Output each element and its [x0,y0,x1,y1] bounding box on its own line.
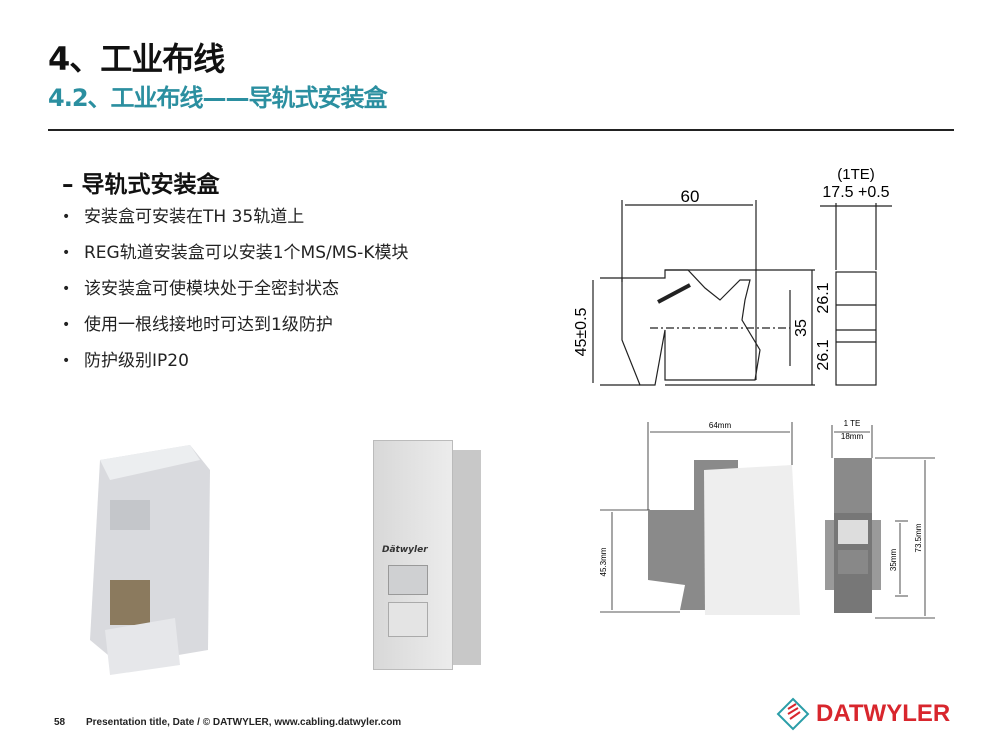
logo-text: DATWYLER [816,700,951,727]
dim-rail: 35mm [889,549,898,572]
dim-depth: 18mm [841,432,864,441]
dim-height: 45.3mm [599,547,608,576]
list-item: •防护级别IP20 [62,348,408,384]
dim-width: 60 [681,187,700,206]
footer-text: Presentation title, Date / © DATWYLER, w… [86,717,402,728]
dim-total: 73.5mm [914,523,923,552]
dim-rail: 35 [793,319,810,337]
dim-lower: 26.1 [815,339,832,370]
page-title: 4、工业布线 [48,40,225,78]
dimension-drawing-top: 60 (1TE) 17.5 +0.5 45±0.5 35 26.1 26.1 [573,166,892,386]
logo-diamond-icon [776,697,810,731]
product-photo-closed-box: Dätwyler [368,440,483,675]
dimension-drawing-bottom: 64mm 1 TE 18mm 45.3mm 35mm 73.5mm [599,419,935,619]
page-subtitle: 4.2、工业布线——导轨式安装盒 [48,84,388,112]
bullet-text: REG轨道安装盒可以安装1个MS/MS-K模块 [84,243,409,263]
list-item: •使用一根线接地时可达到1级防护 [62,312,408,348]
bullet-list: •安装盒可安装在TH 35轨道上 •REG轨道安装盒可以安装1个MS/MS-K模… [62,204,408,384]
dim-te: (1TE) [837,166,875,183]
bullet-text: 使用一根线接地时可达到1级防护 [84,315,333,335]
bullet-text: 该安装盒可使模块处于全密封状态 [84,279,339,299]
dim-te: 1 TE [844,419,861,428]
datwyler-logo: DATWYLER [776,697,950,731]
product-photo-open-box [90,445,210,675]
list-item: •REG轨道安装盒可以安装1个MS/MS-K模块 [62,240,408,276]
dim-height: 45±0.5 [573,307,590,356]
page-number: 58 [54,717,66,728]
bullet-text: 安装盒可安装在TH 35轨道上 [84,207,305,227]
dim-depth: 17.5 +0.5 [822,184,889,201]
bullet-text: 防护级别IP20 [84,351,189,371]
list-item: •该安装盒可使模块处于全密封状态 [62,276,408,312]
title-divider [48,129,954,131]
section-title: – 导轨式安装盒 [62,172,220,198]
dim-width: 64mm [709,421,732,430]
brand-label: Dätwyler [382,545,428,555]
dim-upper: 26.1 [815,282,832,313]
list-item: •安装盒可安装在TH 35轨道上 [62,204,408,240]
